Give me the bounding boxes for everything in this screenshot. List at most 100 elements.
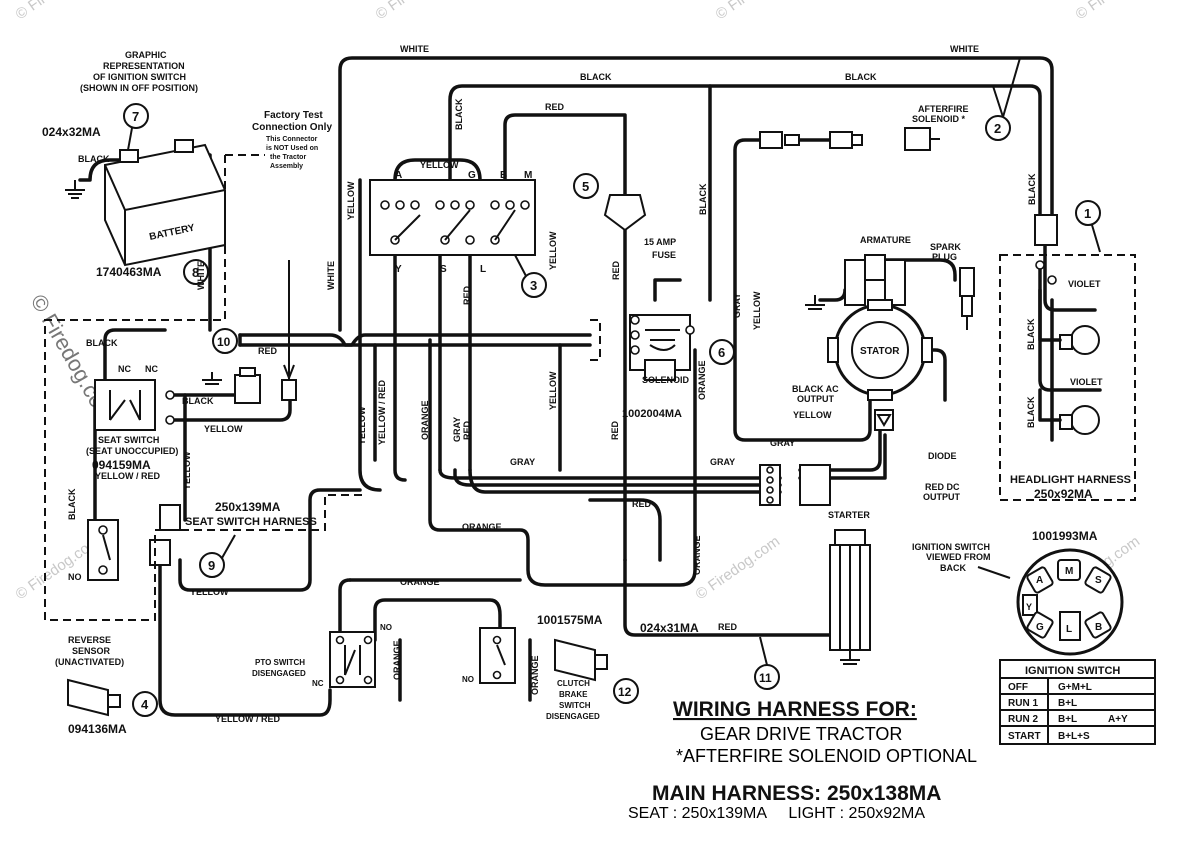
seat-black <box>103 328 167 382</box>
callout-4: 4 <box>132 691 158 717</box>
armature-label: ARMATURE <box>860 235 911 245</box>
starter-cable: 024x31MA <box>640 621 699 635</box>
seat-switch-2: (SEAT UNOCCUPIED) <box>86 446 178 456</box>
gray-stator <box>798 428 882 472</box>
title-line2: GEAR DRIVE TRACTOR <box>700 724 902 744</box>
svg-text:1: 1 <box>1084 206 1091 221</box>
black-battery: BLACK <box>78 154 110 164</box>
black-label-2: BLACK <box>845 72 877 82</box>
pto-2: DISENGAGED <box>252 669 306 678</box>
yellow-bottom <box>178 488 362 592</box>
term-g-label: G <box>468 170 476 181</box>
reverse-3: (UNACTIVATED) <box>55 657 124 667</box>
red-short <box>588 498 662 562</box>
fuse-2: FUSE <box>652 250 676 260</box>
stator: STATOR <box>827 299 933 401</box>
red-vert-fuse: RED <box>611 260 621 280</box>
black-vert-label: BLACK <box>454 98 464 130</box>
battery: BATTERY <box>65 139 226 267</box>
ign-viewed-1: IGNITION SWITCH <box>912 542 990 552</box>
white-label-1: WHITE <box>400 44 429 54</box>
nc-pto: NC <box>312 679 324 688</box>
graphic-rep-1: GRAPHIC <box>125 50 167 60</box>
pto-1: PTO SWITCH <box>255 658 305 667</box>
table-row-pos: OFF <box>1008 682 1028 693</box>
orange-clutch <box>373 598 502 642</box>
no-pto: NO <box>380 623 392 632</box>
gray-vert-1: GRAY <box>732 293 742 318</box>
yellow-loop <box>393 158 482 182</box>
yellow-vert-mid: YELLOW <box>548 231 558 270</box>
watermark: © Firedog.com <box>13 0 104 23</box>
reverse-1: REVERSE <box>68 635 111 645</box>
svg-text:12: 12 <box>618 685 632 699</box>
ign-m: M <box>1065 566 1073 577</box>
yellow-seat <box>173 393 292 422</box>
gray-label-2: GRAY <box>710 457 735 467</box>
gray-vert-mid: GRAY <box>452 417 462 442</box>
armature <box>805 254 906 310</box>
yellow-vert-seat: YELLOW <box>182 451 192 490</box>
red-starter <box>623 558 832 637</box>
title-line1: WIRING HARNESS FOR: <box>673 698 917 721</box>
black-vert-seat: BLACK <box>67 488 77 520</box>
svg-text:11: 11 <box>759 671 772 685</box>
svg-text:7: 7 <box>132 109 139 124</box>
white-wire <box>338 56 1054 332</box>
table-header: IGNITION SWITCH <box>1025 665 1120 677</box>
solenoid <box>629 314 695 381</box>
factory-note-3: the Tractor <box>270 154 306 161</box>
violet-2: VIOLET <box>1070 377 1103 387</box>
callout-9: 9 <box>199 552 225 578</box>
term-y-label: Y <box>395 264 402 275</box>
orange-label-1: ORANGE <box>462 522 502 532</box>
violet-1: VIOLET <box>1068 279 1101 289</box>
ignition-back-view: M A S Y G L B <box>1016 548 1124 656</box>
yellow-seat-label: YELLOW <box>204 424 243 434</box>
table-row-pos: RUN 1 <box>1008 698 1038 709</box>
yellow-vert-right: YELLOW <box>752 291 762 330</box>
main-connector <box>759 464 831 506</box>
term-m-label: M <box>524 170 532 181</box>
violet-1 <box>1043 243 1097 312</box>
red-wire-fuse <box>503 113 627 197</box>
afterfire-2: SOLENOID * <box>912 114 966 124</box>
clutch-3: SWITCH <box>559 701 591 710</box>
yellow-vert-mid-2: YELLOW <box>548 371 558 410</box>
watermark: © Firedog.com <box>693 533 784 603</box>
starter <box>829 529 871 665</box>
headlight-part: 250x92MA <box>1034 487 1093 501</box>
callouts: 1 2 3 4 5 6 7 8 9 10 11 12 <box>123 57 1101 717</box>
black-wire-top <box>448 84 1042 217</box>
title-block: WIRING HARNESS FOR: GEAR DRIVE TRACTOR *… <box>628 698 977 822</box>
watermark: © Firedog.com <box>1073 0 1164 23</box>
ign-l: L <box>1066 624 1072 635</box>
yellow-label-top: YELLOW <box>420 160 459 170</box>
spark-plug <box>959 267 975 330</box>
stator-label: STATOR <box>860 346 900 357</box>
seat-switch-part: 094159MA <box>92 458 151 472</box>
fuse-1: 15 AMP <box>644 237 676 247</box>
ign-g: G <box>1036 622 1044 633</box>
factory-test-connector <box>281 260 297 401</box>
ignition-switch-block: A G B M Y S L <box>369 170 536 275</box>
svg-text:5: 5 <box>582 179 589 194</box>
seat-switch-1: SEAT SWITCH <box>98 435 159 445</box>
table-row-pos: START <box>1008 731 1041 742</box>
factory-note-4: Assembly <box>270 163 303 170</box>
table-row-conn: B+L <box>1058 714 1077 725</box>
table-row-conn: B+L+S <box>1058 731 1090 742</box>
black-seat-label-2: BLACK <box>182 396 214 406</box>
watermark: © Firedog.com <box>713 0 804 23</box>
headlight-harness <box>999 214 1136 501</box>
ground-icon <box>65 180 85 199</box>
svg-text:4: 4 <box>141 697 149 712</box>
spark-2: PLUG <box>932 252 957 262</box>
white-label-2: WHITE <box>950 44 979 54</box>
ign-viewed-3: BACK <box>940 563 966 573</box>
svg-text:2: 2 <box>994 121 1001 136</box>
callout-7: 7 <box>123 103 149 129</box>
gray-label-1: GRAY <box>510 457 535 467</box>
gray-3 <box>438 468 782 480</box>
